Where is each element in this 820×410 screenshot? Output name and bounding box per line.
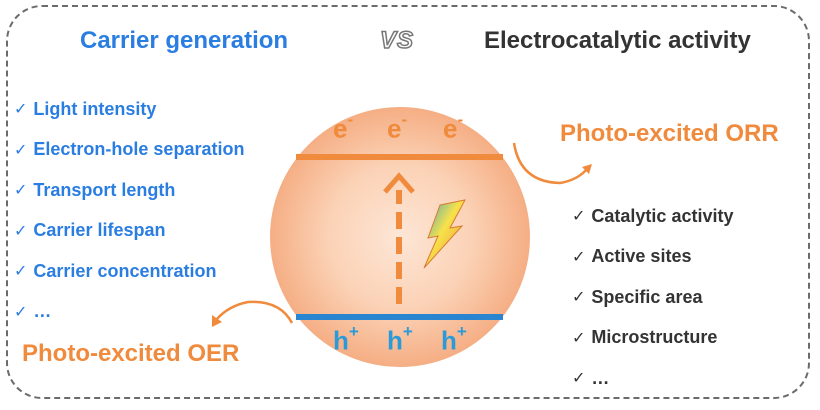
list-item: ✓Transport length bbox=[14, 179, 176, 200]
check-icon: ✓ bbox=[14, 222, 28, 240]
check-icon: ✓ bbox=[572, 208, 586, 226]
check-icon: ✓ bbox=[14, 141, 28, 159]
check-icon: ✓ bbox=[572, 289, 586, 307]
photo-excited-orr-label: Photo-excited ORR bbox=[560, 120, 779, 147]
hole-label: h+ bbox=[333, 322, 359, 356]
catalytic-factors-list: ✓Catalytic activity ✓Active sites ✓Speci… bbox=[572, 196, 733, 399]
lightning-bolt-icon bbox=[423, 199, 466, 269]
electron-label: e- bbox=[443, 110, 464, 144]
carrier-generation-heading: Carrier generation bbox=[80, 27, 289, 54]
list-item: ✓Catalytic activity bbox=[572, 205, 734, 226]
check-icon: ✓ bbox=[14, 263, 28, 281]
list-item: ✓Light intensity bbox=[14, 98, 157, 119]
list-item: ✓Specific area bbox=[572, 286, 703, 307]
hole-label: h+ bbox=[441, 322, 467, 356]
check-icon: ✓ bbox=[572, 370, 586, 388]
photo-excited-oer-label: Photo-excited OER bbox=[22, 340, 240, 367]
oer-curved-arrow-icon bbox=[212, 300, 294, 327]
list-item: ✓… bbox=[14, 301, 52, 322]
hole-label: h+ bbox=[387, 322, 413, 356]
electrocatalytic-activity-heading: Electrocatalytic activity bbox=[484, 27, 751, 54]
check-icon: ✓ bbox=[572, 248, 586, 266]
list-item: ✓Microstructure bbox=[572, 327, 718, 348]
list-item: ✓… bbox=[572, 367, 610, 388]
check-icon: ✓ bbox=[14, 303, 28, 321]
check-icon: ✓ bbox=[572, 329, 586, 347]
dashed-frame bbox=[6, 5, 810, 399]
list-item: ✓Carrier concentration bbox=[14, 260, 217, 281]
check-icon: ✓ bbox=[14, 182, 28, 200]
versus-label: VS bbox=[379, 26, 415, 55]
carrier-factors-list: ✓Light intensity ✓Electron-hole separati… bbox=[14, 89, 244, 332]
dashed-up-arrow-icon bbox=[383, 172, 415, 304]
check-icon: ✓ bbox=[14, 101, 28, 119]
electron-label: e- bbox=[387, 110, 408, 144]
list-item: ✓Carrier lifespan bbox=[14, 220, 166, 241]
electron-label: e- bbox=[333, 110, 354, 144]
list-item: ✓Active sites bbox=[572, 246, 692, 267]
list-item: ✓Electron-hole separation bbox=[14, 139, 245, 160]
orr-curved-arrow-icon bbox=[512, 142, 592, 185]
